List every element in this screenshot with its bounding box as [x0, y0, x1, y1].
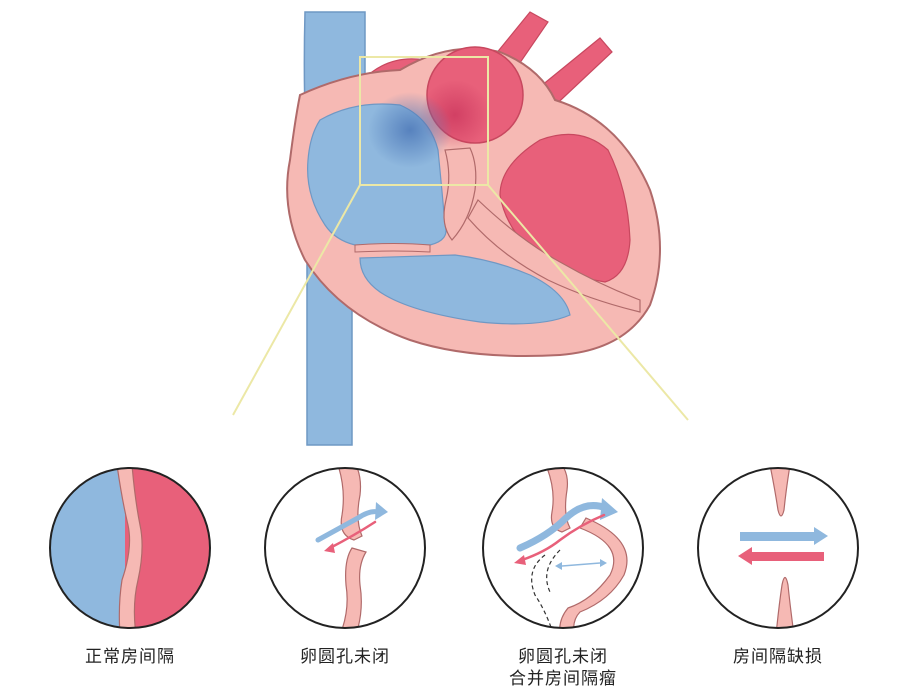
shunt-arrow-red [520, 513, 606, 562]
ventricular-septum [467, 199, 641, 313]
aneurysm-dashed-outline [531, 554, 553, 628]
panel-asd [697, 467, 859, 629]
panel-normal-septum [49, 467, 211, 629]
heart-illustration [232, 11, 689, 446]
shunt-arrow-blue [516, 502, 610, 552]
septum-wall [116, 468, 143, 628]
interatrial-septum [443, 147, 477, 241]
panel-pfo-aneurysm [482, 467, 644, 629]
caption-pfo-aneurysm: 卵圆孔未闭 合并房间隔瘤 [509, 647, 617, 689]
shunt-arrow-red [328, 520, 377, 550]
zoom-line-left [232, 184, 361, 416]
septum-lower [775, 576, 795, 628]
caption-normal-septum: 正常房间隔 [85, 647, 175, 667]
septal-aneurysm [559, 517, 628, 628]
tricuspid-leaflet [354, 243, 431, 253]
caption-pfo: 卵圆孔未闭 [300, 647, 390, 667]
zoom-line-right [487, 184, 689, 421]
septum-secundum [339, 547, 367, 628]
svc-shadow [368, 92, 452, 168]
septum-upper [769, 468, 791, 517]
shunt-arrow-blue [740, 532, 816, 541]
motion-arrow [561, 562, 601, 567]
shunt-arrow-blue [315, 509, 381, 543]
zoom-box [359, 56, 489, 186]
right-ventricle [359, 254, 571, 325]
shunt-arrow-red [750, 552, 824, 561]
caption-asd: 房间隔缺损 [733, 647, 823, 667]
panel-pfo [264, 467, 426, 629]
